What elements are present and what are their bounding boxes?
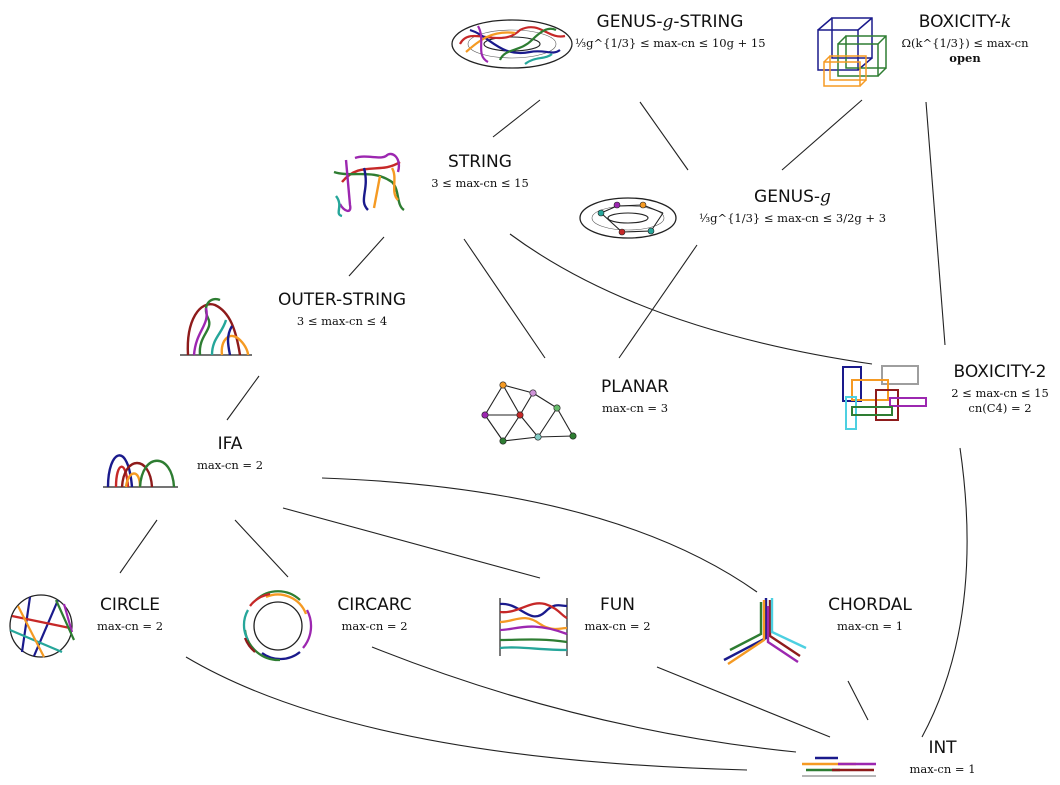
circarc-title: CIRCARC: [337, 595, 412, 615]
circle-title: CIRCLE: [100, 595, 160, 615]
circle-bound: max-cn = 2: [96, 619, 164, 633]
edge-ifa-fun: [282, 507, 541, 579]
circarc-bound: max-cn = 2: [341, 619, 408, 633]
edge-circarc-int: [371, 646, 797, 753]
edge-boxicity-k-genus-g: [781, 99, 863, 171]
planar-icon: [481, 381, 577, 445]
fun-title: FUN: [600, 595, 635, 615]
edge-boxicity-k-boxicity-2: [925, 101, 946, 346]
boxicity-k-icon: [817, 17, 887, 87]
edge-ifa-circarc: [234, 519, 289, 578]
chordal-title: CHORDAL: [828, 595, 912, 615]
string-bound: 3 ≤ max-cn ≤ 15: [431, 176, 529, 190]
edge-boxicity-2-int: [921, 447, 968, 738]
edge-chordal-int: [847, 680, 869, 721]
edge-genus-g-string-genus-g: [639, 101, 689, 171]
boxicity-k-bound: Ω(k^{1/3}) ≤ max-cn: [901, 36, 1029, 50]
edge-ifa-chordal: [321, 477, 758, 593]
edge-fun-int: [656, 666, 831, 738]
int-icon: [802, 756, 876, 777]
edge-genus-g-planar: [618, 244, 698, 359]
genus-g-icon: [579, 197, 677, 239]
circarc-icon: [242, 590, 313, 662]
chordal-icon: [723, 598, 807, 665]
node-ifa: IFA max-cn = 2: [190, 434, 270, 473]
circle-icon: [9, 594, 76, 658]
ifa-title: IFA: [217, 434, 243, 454]
node-circle: CIRCLE max-cn = 2: [80, 595, 180, 634]
edge-string-boxicity-2: [509, 233, 873, 365]
boxicity-2-title: BOXICITY-2: [953, 362, 1047, 382]
node-genus-g: GENUS-g ⅓g^{1/3} ≤ max-cn ≤ 3/2g + 3: [690, 187, 895, 226]
node-circarc: CIRCARC max-cn = 2: [322, 595, 427, 634]
planar-bound: max-cn = 3: [601, 401, 669, 415]
edge-string-planar: [463, 238, 546, 359]
genus-g-string-bound: ⅓g^{1/3} ≤ max-cn ≤ 10g + 15: [575, 36, 766, 50]
node-boxicity-k: BOXICITY-k Ω(k^{1/3}) ≤ max-cn open: [895, 12, 1035, 66]
edge-circle-int: [185, 656, 748, 771]
chordal-bound: max-cn = 1: [836, 619, 904, 633]
edge-genus-g-string-string: [492, 99, 541, 138]
edge-ifa-circle: [119, 519, 158, 574]
node-planar: PLANAR max-cn = 3: [580, 377, 690, 416]
string-icon: [333, 152, 405, 218]
fun-icon: [499, 598, 568, 656]
node-int: INT max-cn = 1: [895, 738, 990, 777]
outer-string-bound: 3 ≤ max-cn ≤ 4: [296, 314, 388, 328]
boxicity-2-icon: [842, 365, 927, 430]
boxicity-2-extra: cn(C4) = 2: [968, 401, 1032, 415]
genus-g-string-icon: [451, 19, 573, 69]
node-fun: FUN max-cn = 2: [570, 595, 665, 634]
boxicity-k-status: open: [949, 51, 981, 65]
int-bound: max-cn = 1: [909, 762, 976, 776]
node-chordal: CHORDAL max-cn = 1: [815, 595, 925, 634]
int-title: INT: [928, 738, 957, 758]
node-genus-g-string: GENUS-g-STRING ⅓g^{1/3} ≤ max-cn ≤ 10g +…: [575, 12, 766, 50]
edges: [119, 99, 968, 771]
node-outer-string: OUTER-STRING 3 ≤ max-cn ≤ 4: [262, 290, 422, 329]
genus-g-bound: ⅓g^{1/3} ≤ max-cn ≤ 3/2g + 3: [698, 211, 887, 225]
string-title: STRING: [448, 152, 512, 172]
boxicity-2-bound: 2 ≤ max-cn ≤ 15: [951, 386, 1049, 400]
outer-string-icon: [180, 297, 252, 356]
fun-bound: max-cn = 2: [584, 619, 651, 633]
node-string: STRING 3 ≤ max-cn ≤ 15: [415, 152, 545, 191]
ifa-icon: [103, 454, 178, 488]
node-boxicity-2: BOXICITY-2 2 ≤ max-cn ≤ 15 cn(C4) = 2: [940, 362, 1060, 416]
outer-string-title: OUTER-STRING: [277, 290, 407, 310]
edge-string-outer-string: [348, 236, 385, 277]
edge-outer-string-ifa: [226, 375, 260, 421]
planar-title: PLANAR: [601, 377, 669, 397]
ifa-bound: max-cn = 2: [196, 458, 264, 472]
